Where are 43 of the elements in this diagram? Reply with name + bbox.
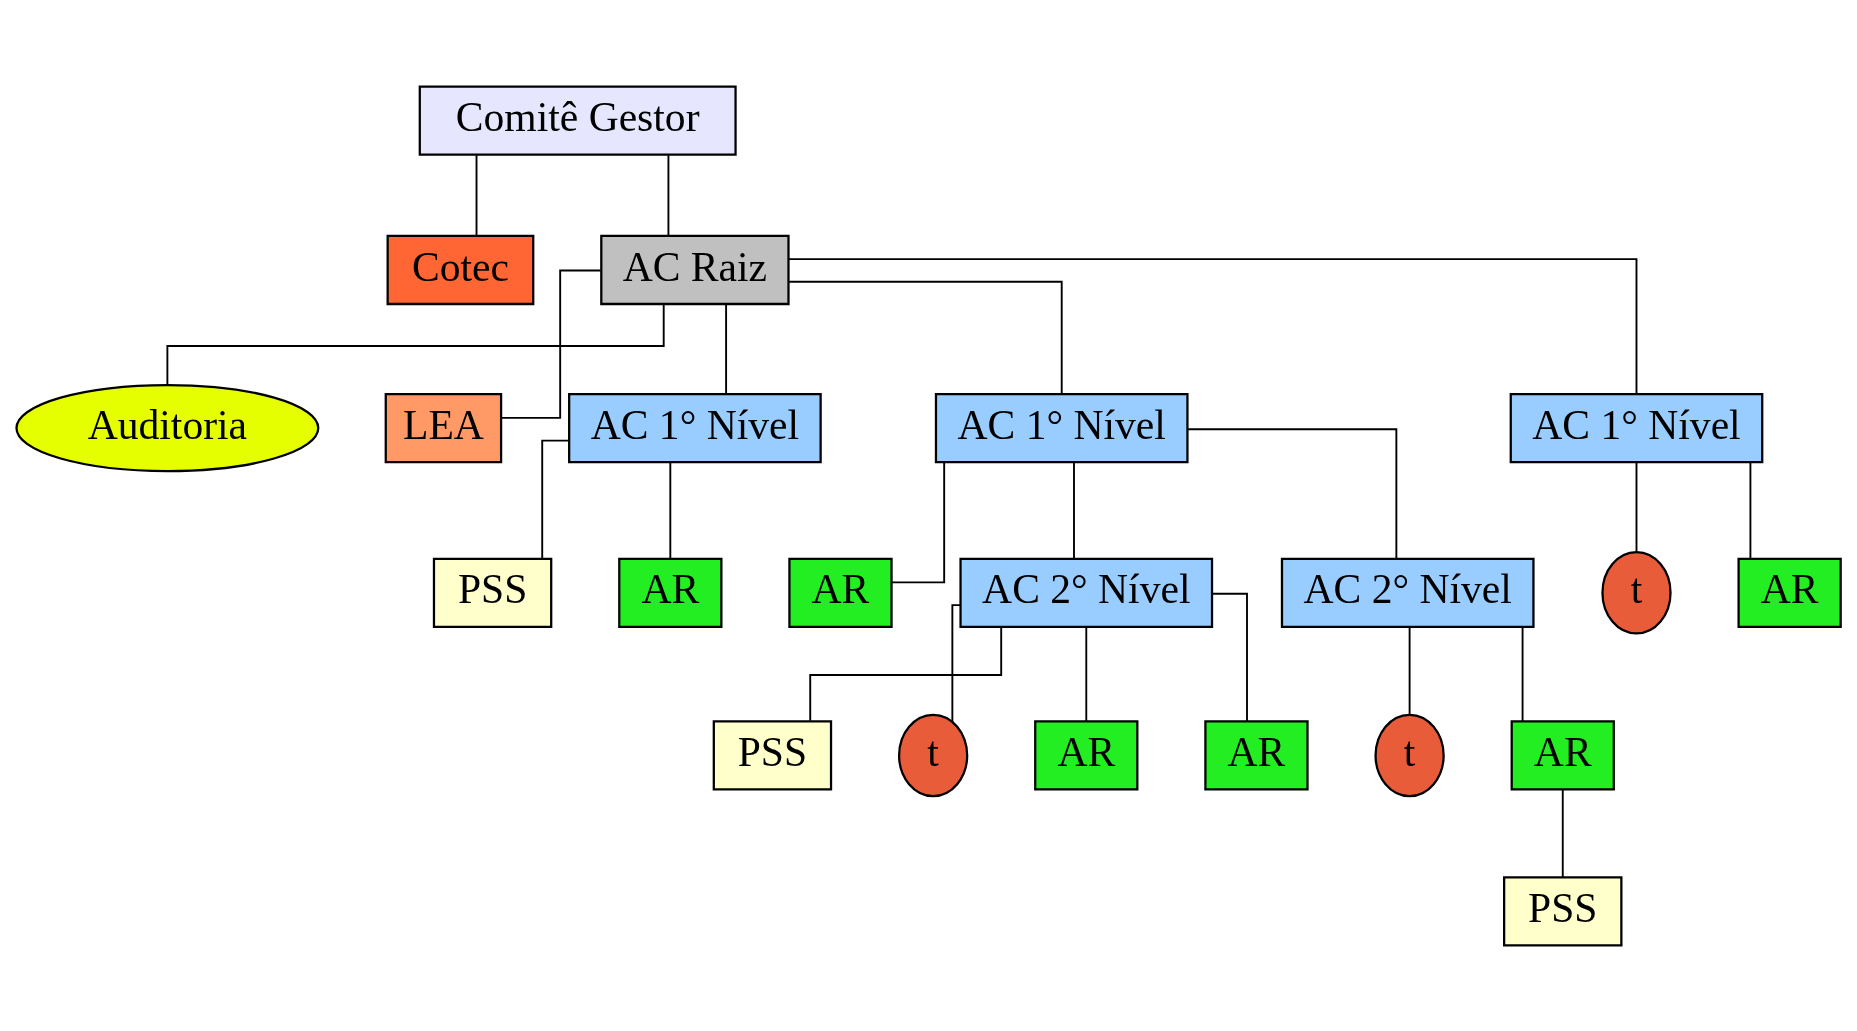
node-box: AC 1° Nível bbox=[568, 392, 822, 463]
node-box: AC 2° Nível bbox=[1280, 557, 1535, 628]
node-box: AR bbox=[1204, 719, 1309, 791]
connector bbox=[787, 257, 1638, 395]
node-ellipse: Auditoria bbox=[15, 383, 320, 472]
node-ellipse: t bbox=[1601, 550, 1672, 635]
node-box: AC 1° Nível bbox=[934, 392, 1189, 463]
node-box: AR bbox=[788, 557, 893, 628]
connector bbox=[1561, 788, 1564, 878]
connector bbox=[1211, 592, 1248, 722]
connector bbox=[1186, 427, 1398, 559]
node-box: LEA bbox=[384, 392, 503, 463]
node-box: PSS bbox=[712, 719, 833, 791]
node-box: AC Raiz bbox=[600, 234, 790, 305]
connector bbox=[951, 603, 962, 722]
connector bbox=[541, 439, 570, 559]
connector bbox=[475, 153, 478, 236]
connector bbox=[1085, 625, 1088, 722]
connector bbox=[787, 280, 1063, 394]
node-box: AR bbox=[1737, 557, 1842, 628]
connector bbox=[1749, 460, 1752, 560]
connector bbox=[500, 269, 602, 419]
node-box: AC 1° Nível bbox=[1509, 392, 1764, 463]
node-box: AR bbox=[1034, 719, 1139, 791]
connector bbox=[669, 460, 672, 560]
node-ellipse: t bbox=[1374, 713, 1445, 797]
connector bbox=[1073, 460, 1075, 560]
node-box: PSS bbox=[432, 557, 553, 628]
node-box: AR bbox=[1510, 719, 1615, 791]
node-ellipse: t bbox=[897, 713, 969, 797]
node-box: AR bbox=[618, 557, 723, 628]
connector bbox=[725, 302, 728, 395]
node-box: Comitê Gestor bbox=[418, 84, 737, 156]
connector bbox=[166, 303, 665, 386]
node-box: PSS bbox=[1503, 875, 1623, 947]
node-box: AC 2° Nível bbox=[959, 557, 1214, 628]
node-box: Cotec bbox=[386, 234, 535, 305]
connector bbox=[667, 153, 670, 236]
connector bbox=[1521, 625, 1524, 722]
connector bbox=[809, 625, 1003, 722]
connector bbox=[1635, 460, 1638, 553]
connector bbox=[890, 460, 946, 583]
connector bbox=[1408, 625, 1411, 716]
